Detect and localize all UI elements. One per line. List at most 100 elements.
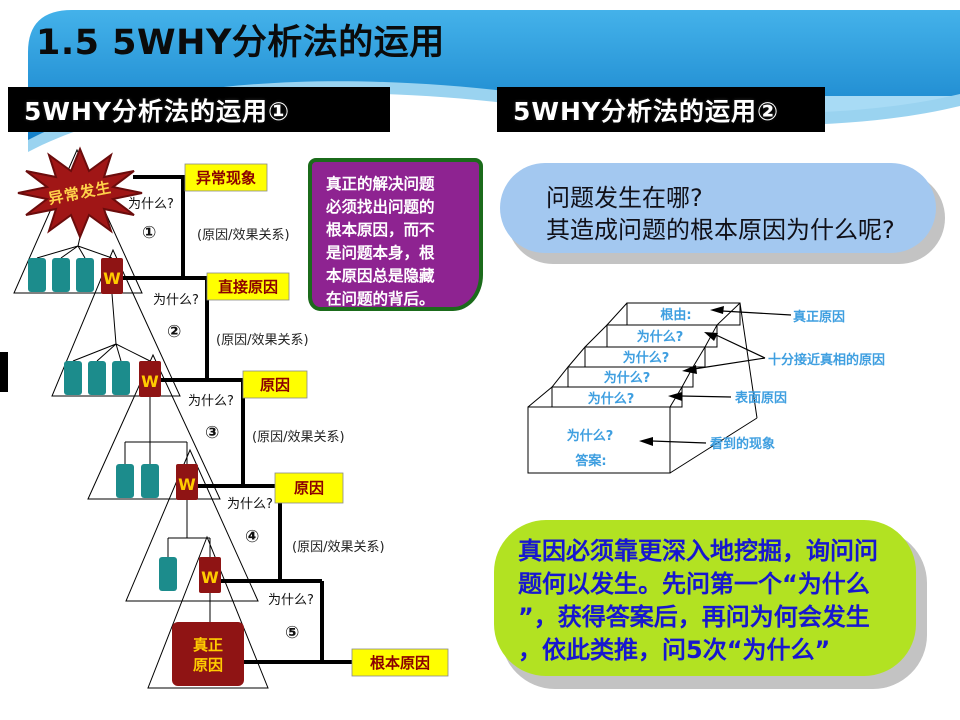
teal-box bbox=[159, 557, 177, 591]
arrow-near-truth-1 bbox=[713, 333, 766, 359]
purple-note-line: 必须找出问题的 bbox=[326, 198, 435, 216]
circled-number-4: ④ bbox=[245, 527, 259, 547]
purple-note: 真正的解决问题 必须找出问题的 根本原因，而不 是问题本身，根 本原因总是隐藏 … bbox=[308, 158, 483, 311]
teal-box bbox=[76, 258, 94, 292]
label-text-1: 异常现象 bbox=[196, 169, 256, 187]
w-box-3 bbox=[176, 464, 198, 500]
cause-boxes: W W W W bbox=[28, 258, 221, 593]
purple-note-line: 本原因总是隐藏 bbox=[326, 267, 435, 285]
why-cascade-diagram: W W W W 真正 原因 异常现象 直接原因 原因 原因 根本原因 bbox=[13, 146, 449, 689]
question-note: 问题发生在哪? 其造成问题的根本原因为什么呢? bbox=[500, 163, 936, 253]
stack-face-texts: 根由: 为什么? 为什么? 为什么? 为什么? 为什么? 答案: bbox=[567, 307, 692, 469]
circled-number-5: ⑤ bbox=[285, 623, 299, 643]
green-note-line: 题何以发生。先问第一个“为什么 bbox=[518, 570, 870, 598]
arrowhead bbox=[682, 365, 697, 374]
arrow-observed bbox=[651, 440, 707, 444]
purple-note-line: 是问题本身，根 bbox=[326, 244, 435, 262]
w-letter-1: W bbox=[103, 269, 121, 288]
triangle-1 bbox=[13, 148, 143, 294]
level-labels bbox=[184, 163, 449, 677]
w-letter-4: W bbox=[201, 568, 219, 587]
w-box-2 bbox=[139, 361, 161, 397]
stack-faces bbox=[527, 302, 741, 474]
face-why-text-5: 为什么? bbox=[567, 428, 614, 444]
triangle-4 bbox=[125, 448, 259, 602]
w-letter-3: W bbox=[178, 475, 196, 494]
relation-note-3: (原因/效果关系) bbox=[252, 430, 345, 445]
w-box-1 bbox=[101, 258, 123, 294]
face-root-text: 根由: bbox=[660, 307, 691, 323]
why-questions: 为什么? 为什么? 为什么? 为什么? 为什么? ① ② ③ ④ ⑤ (原因/效… bbox=[128, 197, 385, 643]
arrowhead bbox=[710, 306, 724, 314]
section-header-1-label: 5WHY分析法的运用① bbox=[24, 96, 291, 126]
staircase-line bbox=[123, 175, 352, 664]
stack-3d-edges bbox=[527, 302, 758, 474]
why-question-4: 为什么? bbox=[227, 497, 273, 512]
callout-true-cause: 真正原因 bbox=[793, 309, 845, 325]
triangle-outlines bbox=[13, 148, 269, 689]
label-box-5 bbox=[351, 648, 449, 677]
arrowhead bbox=[639, 437, 653, 446]
section-header-2-label: 5WHY分析法的运用② bbox=[513, 96, 780, 126]
true-cause-rect bbox=[172, 622, 244, 686]
true-cause-box: 真正 原因 bbox=[172, 622, 244, 686]
label-text-2: 直接原因 bbox=[218, 278, 278, 296]
starburst-shape bbox=[17, 146, 143, 240]
label-box-1 bbox=[184, 163, 268, 192]
fan-lines bbox=[36, 236, 211, 622]
label-text-5: 根本原因 bbox=[370, 654, 430, 672]
face-why-text-4: 为什么? bbox=[588, 391, 635, 407]
level-label-texts: 异常现象 直接原因 原因 原因 根本原因 bbox=[196, 169, 430, 672]
teal-box bbox=[28, 258, 46, 292]
label-box-3 bbox=[242, 370, 308, 399]
why-question-2: 为什么? bbox=[153, 293, 199, 308]
callout-observed: 看到的现象 bbox=[710, 436, 775, 452]
label-box-2 bbox=[206, 272, 290, 301]
circled-number-3: ③ bbox=[205, 423, 219, 443]
label-box-4 bbox=[274, 472, 344, 504]
teal-box bbox=[88, 361, 106, 395]
face-why-text-1: 为什么? bbox=[637, 329, 684, 345]
arrowhead bbox=[668, 392, 682, 401]
true-cause-line1: 真正 bbox=[193, 636, 223, 654]
triangle-5 bbox=[147, 535, 269, 689]
circled-number-1: ① bbox=[142, 223, 156, 243]
label-text-3: 原因 bbox=[260, 376, 290, 394]
green-note-line: ”，获得答案后，再问为何会发生 bbox=[518, 603, 870, 631]
relation-note-2: (原因/效果关系) bbox=[216, 333, 309, 348]
green-note-line: 真因必须靠更深入地挖掘，询问问 bbox=[518, 537, 878, 565]
callout-near-truth: 十分接近真相的原因 bbox=[768, 352, 885, 368]
teal-box bbox=[141, 464, 159, 498]
stack-callouts: 真正原因 十分接近真相的原因 表面原因 看到的现象 bbox=[710, 309, 885, 452]
w-box-4 bbox=[199, 557, 221, 593]
page-title: 1.5 5WHY分析法的运用 bbox=[36, 23, 445, 63]
face-why-text-3: 为什么? bbox=[604, 370, 651, 386]
teal-box bbox=[116, 464, 134, 498]
arrow-near-truth-2 bbox=[693, 357, 766, 370]
why-question-1: 为什么? bbox=[128, 197, 174, 212]
question-note-line2: 其造成问题的根本原因为什么呢? bbox=[546, 216, 895, 244]
question-note-line1: 问题发生在哪? bbox=[546, 184, 703, 212]
relation-note-1: (原因/效果关系) bbox=[197, 228, 290, 243]
starburst: 异常发生 bbox=[17, 146, 143, 240]
circled-number-2: ② bbox=[167, 322, 181, 342]
relation-note-4: (原因/效果关系) bbox=[292, 540, 385, 555]
arrow-true-cause bbox=[721, 310, 792, 316]
section-header-2: 5WHY分析法的运用② bbox=[497, 87, 825, 132]
teal-box bbox=[64, 361, 82, 395]
face-why-text-2: 为什么? bbox=[623, 350, 670, 366]
left-edge-marker bbox=[0, 352, 8, 392]
why-question-5: 为什么? bbox=[268, 593, 314, 608]
label-text-4: 原因 bbox=[294, 479, 324, 497]
green-note: 真因必须靠更深入地挖掘，询问问 题何以发生。先问第一个“为什么 ”，获得答案后，… bbox=[494, 520, 916, 676]
purple-note-line: 根本原因，而不 bbox=[326, 221, 435, 239]
why-question-3: 为什么? bbox=[188, 394, 234, 409]
callout-surface: 表面原因 bbox=[734, 390, 787, 406]
true-cause-line2: 原因 bbox=[193, 656, 223, 674]
arrow-surface bbox=[680, 395, 732, 398]
arrowhead bbox=[704, 332, 718, 341]
w-letter-2: W bbox=[141, 372, 159, 391]
section-header-1: 5WHY分析法的运用① bbox=[8, 87, 390, 132]
triangle-3 bbox=[87, 353, 221, 500]
